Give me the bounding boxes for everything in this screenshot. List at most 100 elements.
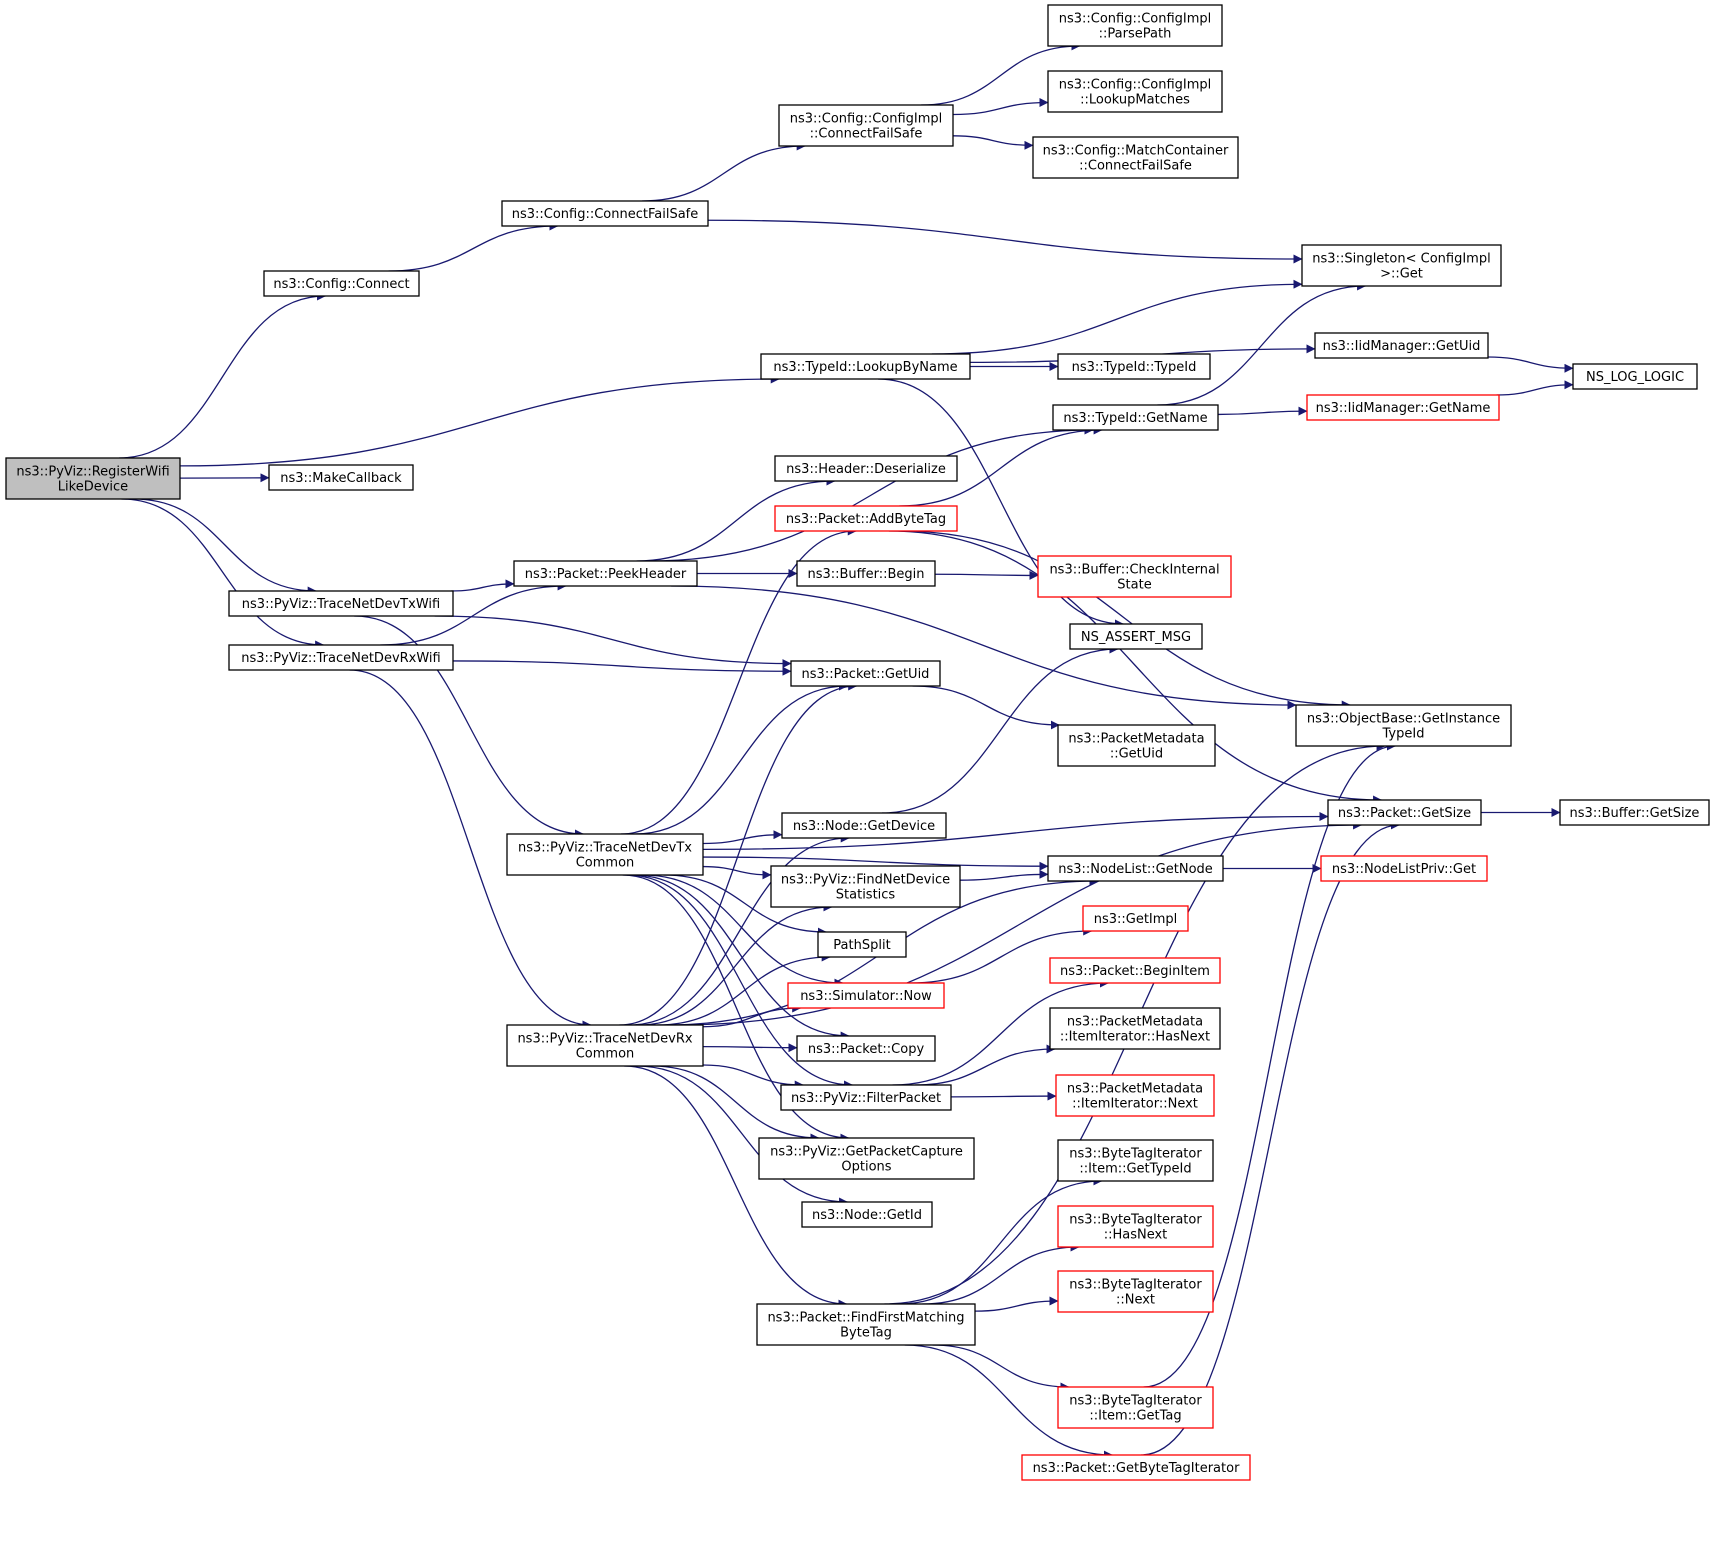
edge-arrow [380,581,567,646]
edge-arrow [620,526,857,835]
edge-tx-wifi-to-tx-common [354,615,584,839]
edge-cfg-cfs-to-impl-cfs [642,141,806,202]
edge-arrow [934,570,1039,580]
node-box [817,931,907,958]
node-box [1301,244,1502,287]
node-cfg-connect: ns3::Config::Connect [263,270,420,297]
node-label: ns3::PacketMetadata [1067,1082,1203,1097]
node-label: State [1117,578,1151,593]
node-label: ns3::PyViz::RegisterWifi [16,465,169,480]
edge-arrow [675,820,1363,1026]
edge-arrow [179,374,780,467]
edge-iid-getname-to-nslog [1496,380,1574,396]
node-box [790,660,941,687]
edge-arrow [959,869,1049,881]
node-rx-wifi: ns3::PyViz::TraceNetDevRxWifi [228,644,454,671]
node-box [1047,70,1223,113]
edge-rx-wifi-to-getuid [452,660,792,676]
node-box [1057,724,1216,767]
node-now: ns3::Simulator::Now [787,982,945,1009]
edge-filter-to-pm-next [950,1091,1057,1101]
edge-arrow [638,902,833,1026]
edge-tx-common-to-filter [627,874,854,1090]
node-label: ns3::TypeId::TypeId [1072,360,1197,375]
node-label: ns3::Simulator::Now [800,989,932,1004]
node-box [228,644,454,671]
edge-tx-wifi-to-getuid [434,615,792,669]
node-box [1057,1270,1214,1313]
edge-rx-common-to-findfirst [624,1065,848,1309]
edge-arrow [619,681,858,1026]
edge-rx-common-to-filter [702,1064,804,1090]
edge-filter-to-beginitem [892,978,1109,1086]
node-lookupbyname: ns3::TypeId::LookupByName [760,353,971,380]
edge-arrow [622,874,850,1143]
edge-arrow [1217,406,1308,416]
edge-findstats-to-nl-getnode [959,869,1049,881]
node-label: ns3::Node::GetDevice [793,819,935,834]
edge-arrow [636,1065,849,1207]
node-getbti: ns3::Packet::GetByteTagIterator [1021,1454,1251,1481]
node-box [1052,404,1219,431]
edge-arrow [899,425,1103,507]
node-label: ns3::Node::GetId [812,1208,922,1223]
node-cfg-cfs: ns3::Config::ConnectFailSafe [501,200,709,227]
node-label: ns3::IidManager::GetName [1316,401,1491,416]
node-pm-hasnext: ns3::PacketMetadata::ItemIterator::HasNe… [1049,1007,1221,1050]
node-label: ns3::NodeListPriv::Get [1332,862,1476,877]
edge-rx-common-to-pathsplit [657,952,831,1026]
edge-lookupbyname-to-singleton [931,279,1303,355]
edge-addbytetag-to-getsize [888,530,1383,805]
edge-arrow [702,865,772,880]
edge-arrow [349,669,592,1030]
edge-peekheader-to-typeid-getname [647,425,1094,562]
edge-rx-wifi-to-peekheader [380,581,567,646]
edge-node-getdev-to-assert [881,644,1119,814]
edge-tx-common-to-nl-getnode [702,856,1049,871]
node-box [787,982,945,1009]
edge-arrow [914,1044,1056,1086]
edge-arrow [624,1065,848,1309]
node-box [1559,799,1710,826]
node-lookupmatches: ns3::Config::ConfigImpl::LookupMatches [1047,70,1223,113]
edge-findfirst-to-bti-next [974,1296,1059,1312]
node-iid-getname: ns3::IidManager::GetName [1306,394,1500,421]
node-label: ns3::Packet::PeekHeader [525,567,687,582]
edge-arrow [878,378,1124,629]
node-label: ns3::Config::ConfigImpl [1059,12,1212,27]
edge-tx-common-to-pathsplit [663,874,827,937]
node-bti-next: ns3::ByteTagIterator::Next [1057,1270,1214,1313]
edge-arrow [451,579,515,592]
node-label: ::ConnectFailSafe [1079,159,1192,174]
edge-arrow [663,874,827,937]
edge-rx-common-to-node-getid [636,1065,849,1207]
edge-arrow [881,644,1119,814]
node-label: ::LookupMatches [1080,93,1190,108]
node-box [780,1084,952,1111]
edge-getuid-to-pm-getuid [912,685,1060,730]
node-box [774,455,958,482]
edge-arrow [912,685,1060,730]
node-box [781,812,947,839]
edge-addbytetag-to-obj-gettype [898,530,1351,710]
node-box [778,104,954,147]
edge-arrow [707,219,1303,264]
edge-arrow [636,476,836,562]
node-label: ns3::Header::Deserialize [786,462,946,477]
edge-arrow [1157,281,1367,406]
edge-arrow [647,425,1094,562]
node-label: ns3::TypeId::LookupByName [773,360,957,375]
node-label: ::ItemIterator::HasNext [1060,1030,1210,1045]
edge-tx-common-to-addbytetag [620,526,857,835]
edge-arrow [888,530,1383,805]
edge-arrow [434,615,792,669]
node-label: ns3::GetImpl [1094,912,1178,927]
edge-arrow [892,978,1109,1086]
edge-addbytetag-to-typeid-getname [899,425,1103,507]
edge-arrow [1143,741,1396,1388]
edge-arrow [922,1242,1080,1305]
node-label: ByteTag [840,1326,892,1341]
node-box [513,560,698,587]
